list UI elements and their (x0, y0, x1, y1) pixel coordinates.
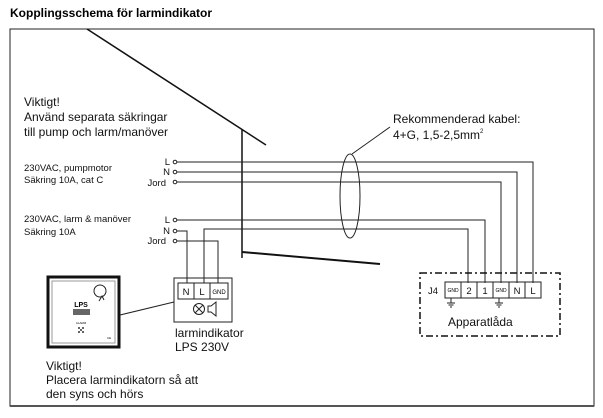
note-top: Viktigt! Använd separata säkringar till … (24, 95, 171, 139)
svg-text:L: L (199, 287, 204, 298)
indicator-label: larmindikator LPS 230V (175, 326, 247, 354)
svg-text:GND: GND (212, 290, 226, 296)
alarm-fuse-label: Säkring 10A (24, 227, 76, 238)
alarm-jord-label: Jord (148, 236, 166, 247)
wires (172, 159, 534, 283)
lps-device-picture: LPS ALARM CE (46, 275, 121, 349)
svg-text:GND: GND (447, 288, 459, 294)
cable-label: Rekommenderad kabel: (393, 112, 520, 126)
note-bottom: Viktigt! Placera larmindikatorn så att d… (46, 359, 201, 401)
wall-line-floor (241, 251, 381, 265)
svg-text:ALARM: ALARM (76, 321, 87, 325)
alarm-supply-label: 230VAC, larm & manöver (24, 214, 131, 225)
svg-text:L: L (530, 286, 535, 297)
pump-n-label: N (163, 167, 170, 178)
ground-icon (495, 298, 503, 308)
cable-bundle (339, 153, 361, 239)
speaker-icon (207, 300, 217, 318)
wall-line (86, 28, 267, 146)
cable-leader (351, 126, 391, 155)
device-leader (119, 301, 175, 316)
alarm-n-label: N (163, 226, 170, 237)
alarm-l-label: L (165, 215, 170, 226)
alarm-indicator-unit: N L GND (173, 277, 233, 323)
pump-jord-label: Jord (148, 178, 166, 189)
diagram-title: Kopplingsschema för larmindikator (10, 6, 212, 20)
ground-icon (447, 298, 455, 308)
svg-text:J4: J4 (428, 286, 438, 297)
svg-text:N: N (514, 286, 521, 297)
pump-supply-label: 230VAC, pumpmotor (24, 163, 112, 174)
pump-l-label: L (165, 157, 170, 168)
pump-fuse-label: Säkring 10A, cat C (24, 175, 103, 186)
svg-text:CE: CE (107, 336, 111, 340)
cable-spec: 4+G, 1,5-2,5mm2 (393, 128, 484, 142)
svg-text:N: N (183, 287, 190, 298)
apparatlada-label: Apparatlåda (448, 315, 513, 329)
svg-text:2: 2 (466, 286, 471, 297)
svg-text:LPS: LPS (74, 302, 88, 309)
svg-text:1: 1 (482, 286, 487, 297)
lamp-icon (193, 303, 205, 315)
svg-text:GND: GND (495, 288, 507, 294)
apparatlada-box: J4 GND 2 1 GND N L Apparatlåda (419, 272, 561, 337)
